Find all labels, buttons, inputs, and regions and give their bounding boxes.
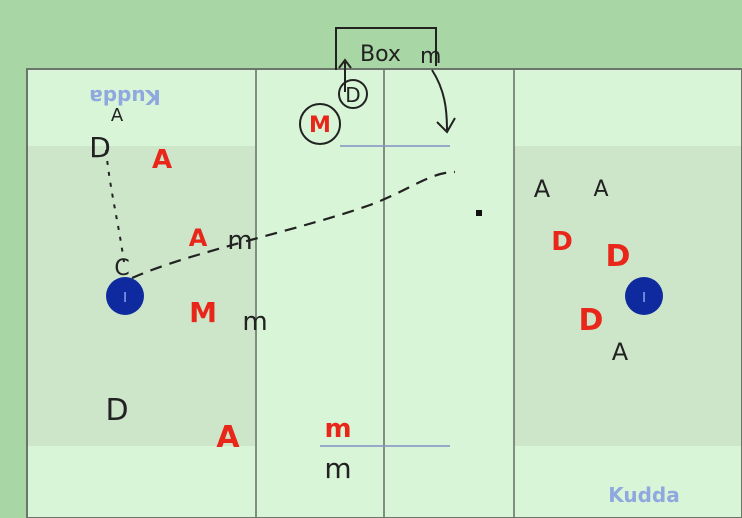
token-center-m: m (324, 414, 351, 444)
token-right-a1: A (534, 175, 551, 203)
token-left-c: C (114, 256, 129, 281)
token-left-a3: A (216, 420, 240, 455)
arrow-down-into-field (431, 69, 456, 134)
token-m-circled: M (309, 113, 331, 138)
box-marker: m (420, 44, 441, 69)
box-outline (335, 27, 437, 70)
dotted-path (105, 149, 125, 263)
circle-m (299, 103, 341, 145)
arrow-up-from-box (338, 58, 352, 92)
goal-left-label: I (123, 291, 127, 306)
box-label: Box (360, 42, 401, 67)
token-right-a3: A (612, 338, 629, 366)
goal-right (625, 277, 663, 315)
token-d-circled: D (345, 83, 360, 107)
token-left-m2: m (242, 307, 267, 337)
token-left-a1: A (152, 145, 172, 175)
watermark-top: Kudda (89, 85, 161, 109)
token-left-m: M (189, 296, 217, 329)
token-center-m-low: m (324, 452, 351, 485)
token-right-d1: D (551, 227, 573, 257)
token-right-d3: D (579, 303, 604, 338)
goal-left (106, 277, 144, 315)
token-left-d2: D (105, 393, 128, 428)
token-right-a2: A (593, 177, 608, 202)
token-left-m1: m (227, 226, 252, 256)
goal-right-label: I (642, 291, 646, 306)
ball-dot (476, 210, 482, 216)
watermark-bottom: Kudda (608, 483, 680, 507)
token-left-a-small: A (111, 105, 124, 126)
pass-path (131, 170, 456, 280)
token-right-d2: D (606, 239, 631, 274)
token-left-d1: D (89, 131, 111, 164)
circle-d (338, 79, 368, 109)
token-left-a2: A (189, 224, 208, 252)
